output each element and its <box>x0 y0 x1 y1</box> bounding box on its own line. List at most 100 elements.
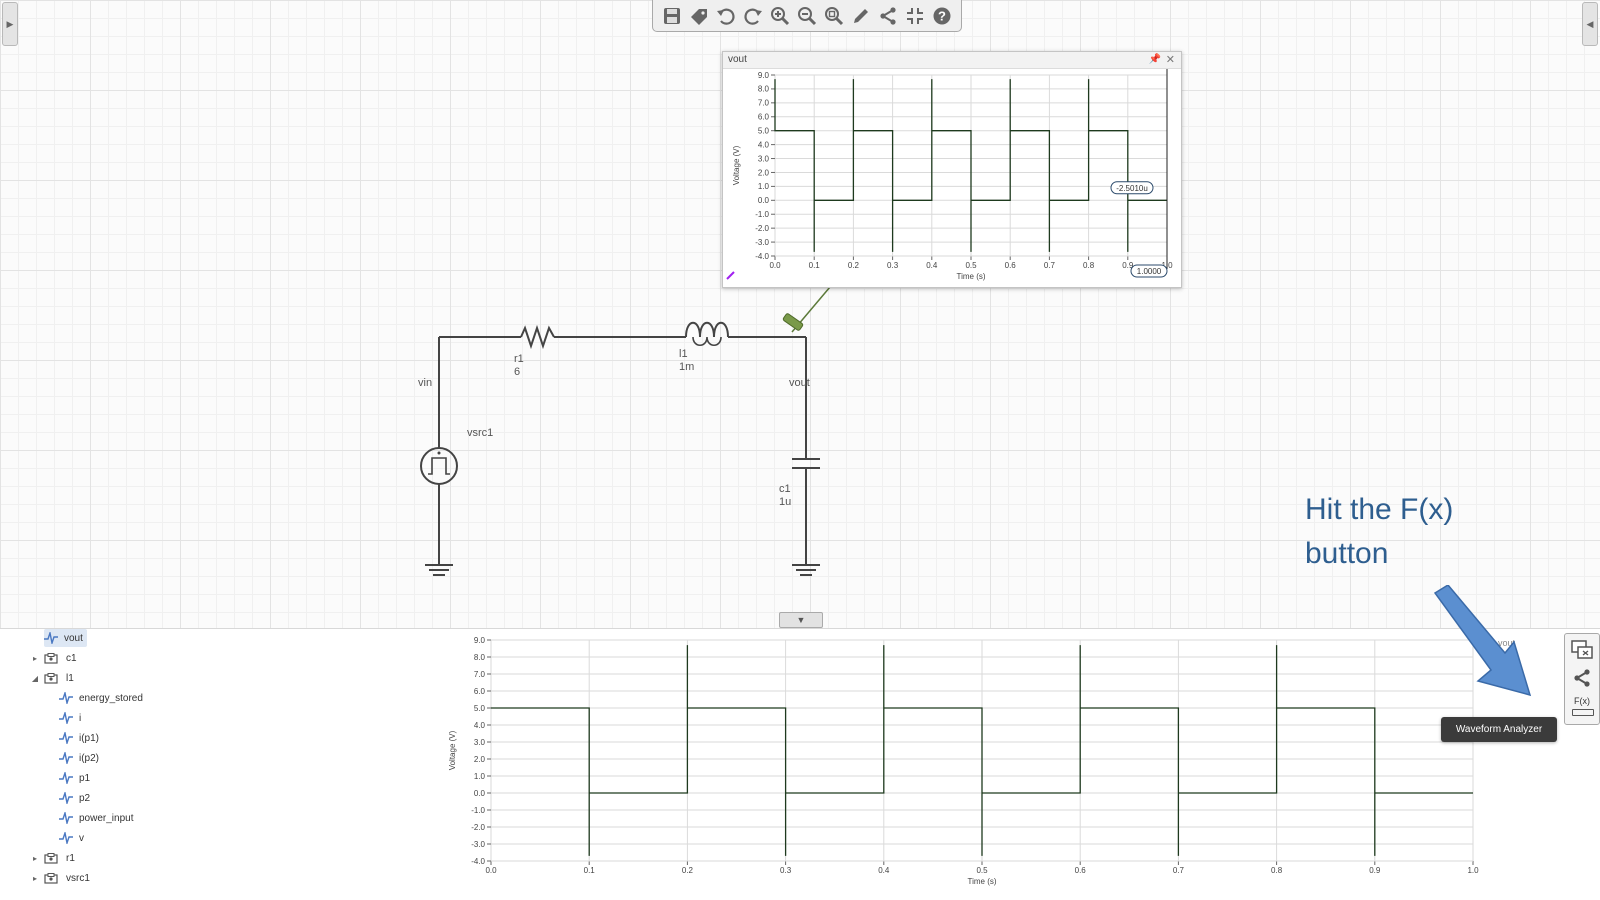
cursor-value-box <box>1130 264 1168 278</box>
x-tick-label: 0.7 <box>1044 261 1056 270</box>
svg-text:?: ? <box>938 8 946 23</box>
waveform-icon <box>59 810 73 826</box>
tree-item-label: vsrc1 <box>66 872 90 884</box>
share-icon[interactable] <box>876 3 901 28</box>
y-tick-label: 5.0 <box>474 704 486 713</box>
tree-component-row[interactable]: ▸ c1 <box>30 649 77 667</box>
zoom-in-icon[interactable] <box>768 3 793 28</box>
x-tick-label: 0.4 <box>926 261 938 270</box>
collapse-panel-handle[interactable]: ▼ <box>779 612 823 628</box>
component-icon <box>44 652 58 664</box>
inductor-l1 <box>685 321 729 338</box>
waveform-icon <box>59 750 73 766</box>
x-tick-label: 0.7 <box>1173 866 1185 875</box>
tree-signal-row[interactable]: i(p1) <box>59 729 99 747</box>
r1-name-label: r1 <box>514 353 524 365</box>
fx-ruler-icon[interactable] <box>1572 709 1594 716</box>
tree-signal-row[interactable]: v <box>59 829 84 847</box>
pencil-icon[interactable] <box>849 3 874 28</box>
y-tick-label: 5.0 <box>758 126 770 135</box>
circuit-diagram <box>420 286 831 576</box>
waveform-side-toolbar: F(x) <box>1564 633 1600 725</box>
tree-signal-row[interactable]: vout <box>44 629 87 647</box>
tag-icon[interactable] <box>687 3 712 28</box>
resistor-r1 <box>520 324 555 350</box>
tree-signal-row[interactable]: i <box>59 709 81 727</box>
zoom-fit-icon[interactable] <box>822 3 847 28</box>
fx-button[interactable]: F(x) <box>1574 696 1590 706</box>
waveform-analyzer-tooltip: Waveform Analyzer <box>1441 717 1557 742</box>
waveform-icon <box>59 710 73 726</box>
tree-item-label: i(p1) <box>79 732 100 744</box>
y-tick-label: 2.0 <box>758 168 770 177</box>
component-icon <box>44 852 58 864</box>
share-icon[interactable] <box>1569 666 1595 690</box>
left-panel-toggle[interactable]: ▶ <box>2 2 18 46</box>
series-line <box>491 645 1473 856</box>
redo-icon[interactable] <box>741 3 766 28</box>
tree-item-label: i(p2) <box>79 752 100 764</box>
undo-icon[interactable] <box>714 3 739 28</box>
tree-component-row[interactable]: ▸ r1 <box>30 849 75 867</box>
vin-net-label: vin <box>418 377 433 389</box>
l1-name-label: l1 <box>679 348 688 360</box>
cursor-label-text: -2.5010u <box>1116 184 1148 193</box>
x-tick-label: 0.2 <box>848 261 860 270</box>
waveform-name-label: vout <box>1498 638 1516 648</box>
popup-title: vout <box>728 54 747 65</box>
y-tick-label: -2.0 <box>755 224 769 233</box>
close-icon[interactable]: ✕ <box>1165 54 1175 66</box>
c1-value-label: 1u <box>779 496 792 508</box>
x-tick-label: 0.3 <box>887 261 899 270</box>
y-tick-label: 6.0 <box>474 687 486 696</box>
y-tick-label: 7.0 <box>758 99 770 108</box>
y-tick-label: 3.0 <box>474 738 486 747</box>
tree-signal-row[interactable]: p2 <box>59 789 90 807</box>
zoom-out-icon[interactable] <box>795 3 820 28</box>
y-tick-label: 8.0 <box>758 85 770 94</box>
y-tick-label: -1.0 <box>471 806 485 815</box>
tree-signal-row[interactable]: energy_stored <box>59 689 143 707</box>
fit-view-icon[interactable] <box>903 3 928 28</box>
waveform-icon <box>59 690 73 706</box>
tree-item-label: p2 <box>79 792 91 804</box>
chevron-right-icon[interactable]: ▸ <box>32 853 37 863</box>
chevron-down-icon[interactable]: ◢ <box>31 673 39 683</box>
tree-item-label: energy_stored <box>79 692 143 704</box>
tree-item-label: v <box>79 832 84 844</box>
window-toggle-icon[interactable] <box>1569 638 1595 662</box>
y-tick-label: 1.0 <box>474 772 486 781</box>
x-tick-label: 0.6 <box>1075 866 1087 875</box>
chevron-right-icon[interactable]: ▸ <box>32 873 37 883</box>
tree-signal-row[interactable]: power_input <box>59 809 133 827</box>
tree-item-label: r1 <box>66 852 75 864</box>
popup-header[interactable]: vout 📌 ✕ <box>723 52 1181 69</box>
x-axis-label: Time (s) <box>956 272 985 281</box>
tree-component-row[interactable]: ▸ vsrc1 <box>30 869 90 887</box>
tree-item-label: i <box>79 712 82 724</box>
save-icon[interactable] <box>660 3 685 28</box>
pin-icon[interactable]: 📌 <box>1148 54 1161 65</box>
x-axis-label: Time (s) <box>967 877 996 886</box>
help-icon[interactable]: ? <box>930 3 955 28</box>
tree-component-row[interactable]: ◢l1 <box>30 669 74 687</box>
y-tick-label: 4.0 <box>474 721 486 730</box>
tree-signal-row[interactable]: i(p2) <box>59 749 99 767</box>
x-tick-label: 0.1 <box>584 866 596 875</box>
y-tick-label: 9.0 <box>474 636 486 645</box>
tree-signal-row[interactable]: p1 <box>59 769 90 787</box>
chevron-right-icon[interactable]: ▸ <box>32 653 37 663</box>
y-tick-label: 0.0 <box>474 789 486 798</box>
c1-name-label: c1 <box>779 483 791 495</box>
y-tick-label: 4.0 <box>758 140 770 149</box>
component-icon <box>44 872 58 884</box>
tree-item-label: c1 <box>66 652 77 664</box>
x-tick-label: 0.3 <box>780 866 792 875</box>
right-panel-toggle[interactable]: ◀ <box>1582 2 1598 46</box>
vout-net-label: vout <box>789 377 810 389</box>
cursor-label-top: -2.5010u <box>1110 181 1154 195</box>
